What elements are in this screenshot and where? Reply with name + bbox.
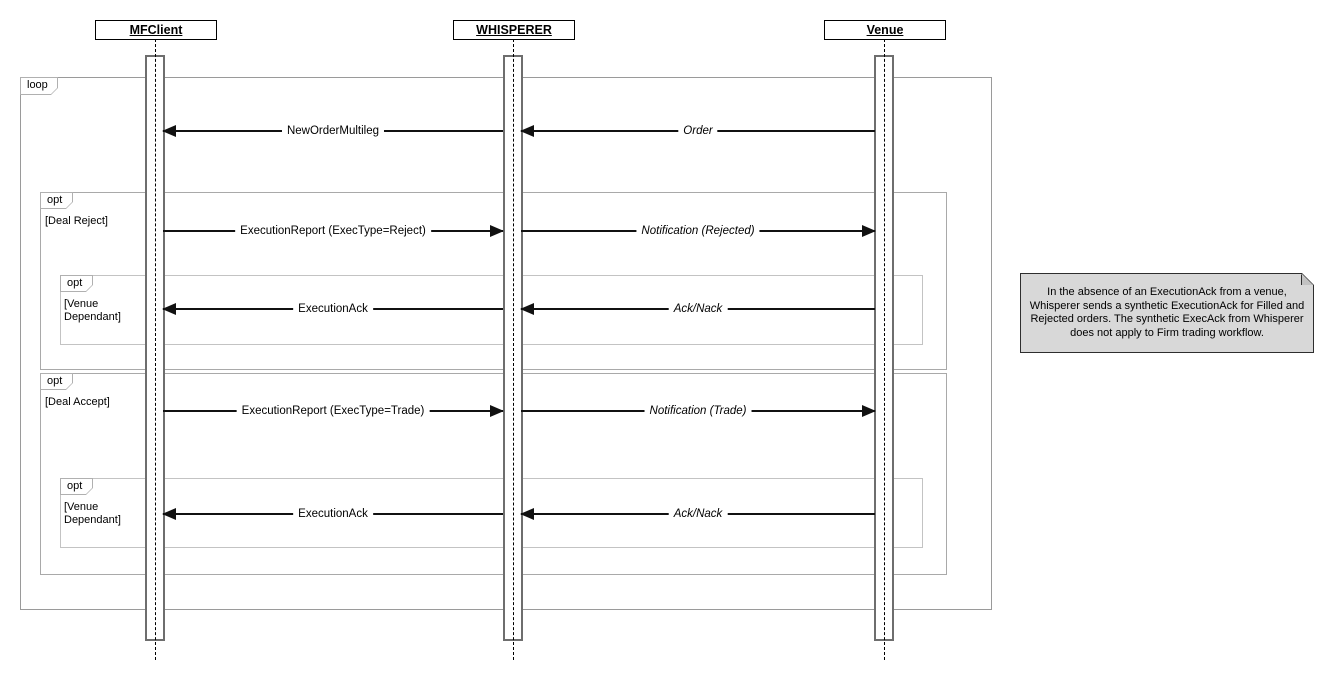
message-label: Notification (Rejected) — [636, 225, 760, 237]
lifeline-venue — [884, 39, 885, 660]
fragment-operator-label: opt — [41, 193, 72, 208]
fragment-opt-venue-dependant-1: opt [Venue Dependant] — [60, 275, 923, 345]
lifeline-mfclient — [155, 39, 156, 660]
arrowhead-left-icon — [520, 303, 534, 315]
note-synthetic-execack: In the absence of an ExecutionAck from a… — [1020, 273, 1314, 353]
lifeline-head-whisperer: WHISPERER — [453, 20, 575, 40]
message-label: Ack/Nack — [668, 303, 728, 315]
arrowhead-right-icon — [862, 225, 876, 237]
message-label: Notification (Trade) — [644, 405, 752, 417]
fragment-opt-deal-reject: opt [Deal Reject] — [40, 192, 947, 370]
fragment-operator-badge: opt — [40, 192, 73, 209]
arrowhead-left-icon — [520, 125, 534, 137]
fragment-operator-label: loop — [21, 78, 57, 94]
arrowhead-right-icon — [490, 225, 504, 237]
note-fold-corner-icon — [1301, 274, 1313, 285]
lifeline-whisperer — [513, 39, 514, 660]
fragment-operator-badge: opt — [60, 478, 93, 495]
lifeline-head-label: Venue — [866, 23, 904, 37]
message-label: NewOrderMultileg — [281, 125, 385, 137]
message-label: ExecutionAck — [293, 508, 373, 520]
message-label: Order — [678, 125, 718, 137]
fragment-operator-badge: opt — [60, 275, 93, 292]
arrowhead-left-icon — [162, 508, 176, 520]
lifeline-head-mfclient: MFClient — [95, 20, 217, 40]
fragment-operator-badge: loop — [20, 77, 58, 95]
note-text: In the absence of an ExecutionAck from a… — [1021, 274, 1313, 352]
message-label: Ack/Nack — [668, 508, 728, 520]
lifeline-head-venue: Venue — [824, 20, 946, 40]
fragment-guard-venue-dependant: [Venue Dependant] — [64, 501, 121, 526]
fragment-opt-venue-dependant-2: opt [Venue Dependant] — [60, 478, 923, 548]
arrowhead-right-icon — [490, 405, 504, 417]
fragment-operator-label: opt — [61, 479, 92, 494]
arrowhead-right-icon — [862, 405, 876, 417]
fragment-operator-label: opt — [61, 276, 92, 291]
message-label: ExecutionReport (ExecType=Reject) — [235, 225, 431, 237]
message-label: ExecutionReport (ExecType=Trade) — [236, 405, 430, 417]
fragment-guard-deal-reject: [Deal Reject] — [45, 215, 108, 227]
fragment-operator-label: opt — [41, 374, 72, 389]
message-label: ExecutionAck — [293, 303, 373, 315]
fragment-guard-deal-accept: [Deal Accept] — [45, 396, 110, 408]
fragment-opt-deal-accept: opt [Deal Accept] — [40, 373, 947, 575]
fragment-guard-venue-dependant: [Venue Dependant] — [64, 298, 121, 323]
lifeline-head-label: WHISPERER — [476, 23, 552, 37]
lifeline-head-label: MFClient — [129, 23, 183, 37]
arrowhead-left-icon — [520, 508, 534, 520]
arrowhead-left-icon — [162, 125, 176, 137]
arrowhead-left-icon — [162, 303, 176, 315]
fragment-operator-badge: opt — [40, 373, 73, 390]
